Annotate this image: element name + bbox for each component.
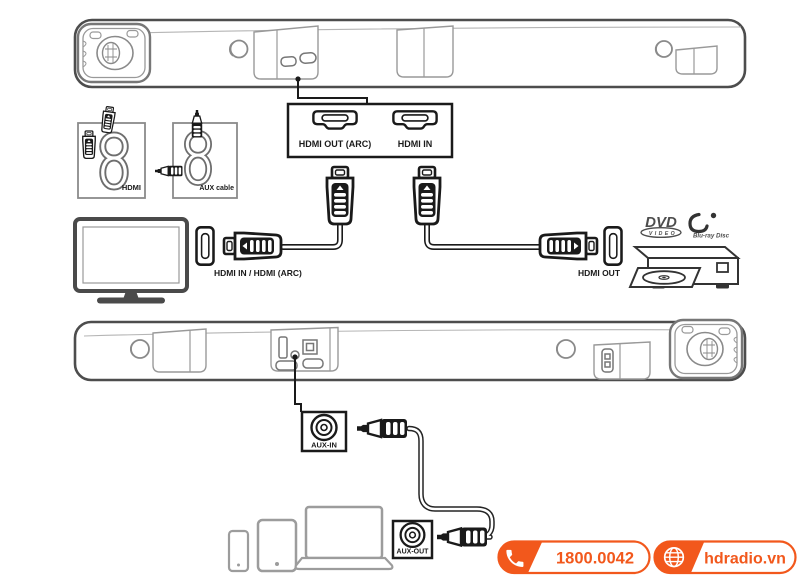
aux-plug-to-soundbar xyxy=(355,417,409,440)
hdmi-cable-box-label: HDMI xyxy=(122,183,141,192)
aux-plug-to-device xyxy=(435,526,489,548)
aux-in-label: AUX-IN xyxy=(311,441,337,450)
tv-hdmi-label: HDMI IN / HDMI (ARC) xyxy=(214,268,302,278)
hotline-number: 1800.0042 xyxy=(556,550,634,568)
hdmi-callout-connector xyxy=(295,76,368,104)
aux-out-callout-box: AUX-OUT xyxy=(391,519,434,560)
soundbar-top-knob xyxy=(229,39,249,59)
soundbar-top-speaker xyxy=(76,22,152,84)
tv-hdmi-port-icon xyxy=(195,226,215,266)
bluray-logo: Blu-ray Disc xyxy=(688,212,730,240)
hdmi-cable-right xyxy=(424,219,543,250)
phone-icon xyxy=(506,549,524,567)
hdmi-plug-to-soundbar-out xyxy=(325,165,355,226)
disc-player xyxy=(628,246,741,289)
soundbar-top-port-recess xyxy=(253,25,319,80)
hdmi-cable-left xyxy=(280,219,343,250)
hdmi-cable-plug-left xyxy=(82,130,96,160)
hdmi-callout-box: HDMI OUT (ARC) HDMI IN xyxy=(286,102,454,159)
hdmi-cable-box: HDMI xyxy=(77,105,146,199)
website-url: hdradio.vn xyxy=(704,551,786,568)
soundbar-top-recess-2 xyxy=(396,25,454,78)
hdmi-out-arc-label: HDMI OUT (ARC) xyxy=(299,139,372,149)
soundbar-bottom-recess-1 xyxy=(152,328,207,373)
hotline-badge[interactable]: 1800.0042 xyxy=(497,540,651,575)
dvd-video-text: VIDEO xyxy=(649,231,677,237)
bluray-hdmi-plug xyxy=(538,231,599,261)
laptop xyxy=(294,505,394,571)
dvd-logo-text: DVD xyxy=(645,214,677,231)
aux-out-label: AUX-OUT xyxy=(397,549,430,556)
soundbar-bottom-knob xyxy=(130,339,150,359)
soundbar-top-right-recess xyxy=(675,45,718,75)
soundbar-bottom xyxy=(73,318,747,382)
tv xyxy=(73,217,189,304)
soundbar-top-right-knob xyxy=(654,40,673,58)
aux-cable-box: AUX cable xyxy=(154,109,238,199)
soundbar-bottom-port-recess xyxy=(270,326,339,372)
aux-cable-box-label: AUX cable xyxy=(199,185,234,192)
hdmi-in-label: HDMI IN xyxy=(398,139,433,149)
aux-out-jack-icon xyxy=(399,521,426,549)
hdmi-plug-to-soundbar-in xyxy=(412,165,442,226)
soundbar-bottom-speaker xyxy=(668,318,744,380)
soundbar-top xyxy=(73,18,747,89)
aux-in-jack-icon xyxy=(310,413,338,442)
aux-in-callout-box: AUX-IN xyxy=(300,410,348,453)
player-hdmi-port-icon xyxy=(603,226,623,266)
player-hdmi-label: HDMI OUT xyxy=(578,268,621,278)
smartphone xyxy=(227,529,250,573)
dvd-video-logo: DVD VIDEO xyxy=(640,214,682,238)
tablet xyxy=(256,518,298,573)
bluray-logo-text: Blu-ray Disc xyxy=(693,233,730,240)
aux-cable-plug-left xyxy=(154,165,184,177)
tv-hdmi-plug xyxy=(222,231,283,261)
globe-icon xyxy=(663,547,685,568)
aux-cable-plug-top xyxy=(191,109,203,139)
aux-callout-connector xyxy=(292,354,302,412)
website-badge[interactable]: hdradio.vn xyxy=(653,540,797,575)
aux-device-cable xyxy=(406,425,495,540)
soundbar-bottom-right-knob xyxy=(556,339,576,359)
soundbar-bottom-right-recess xyxy=(593,341,651,380)
